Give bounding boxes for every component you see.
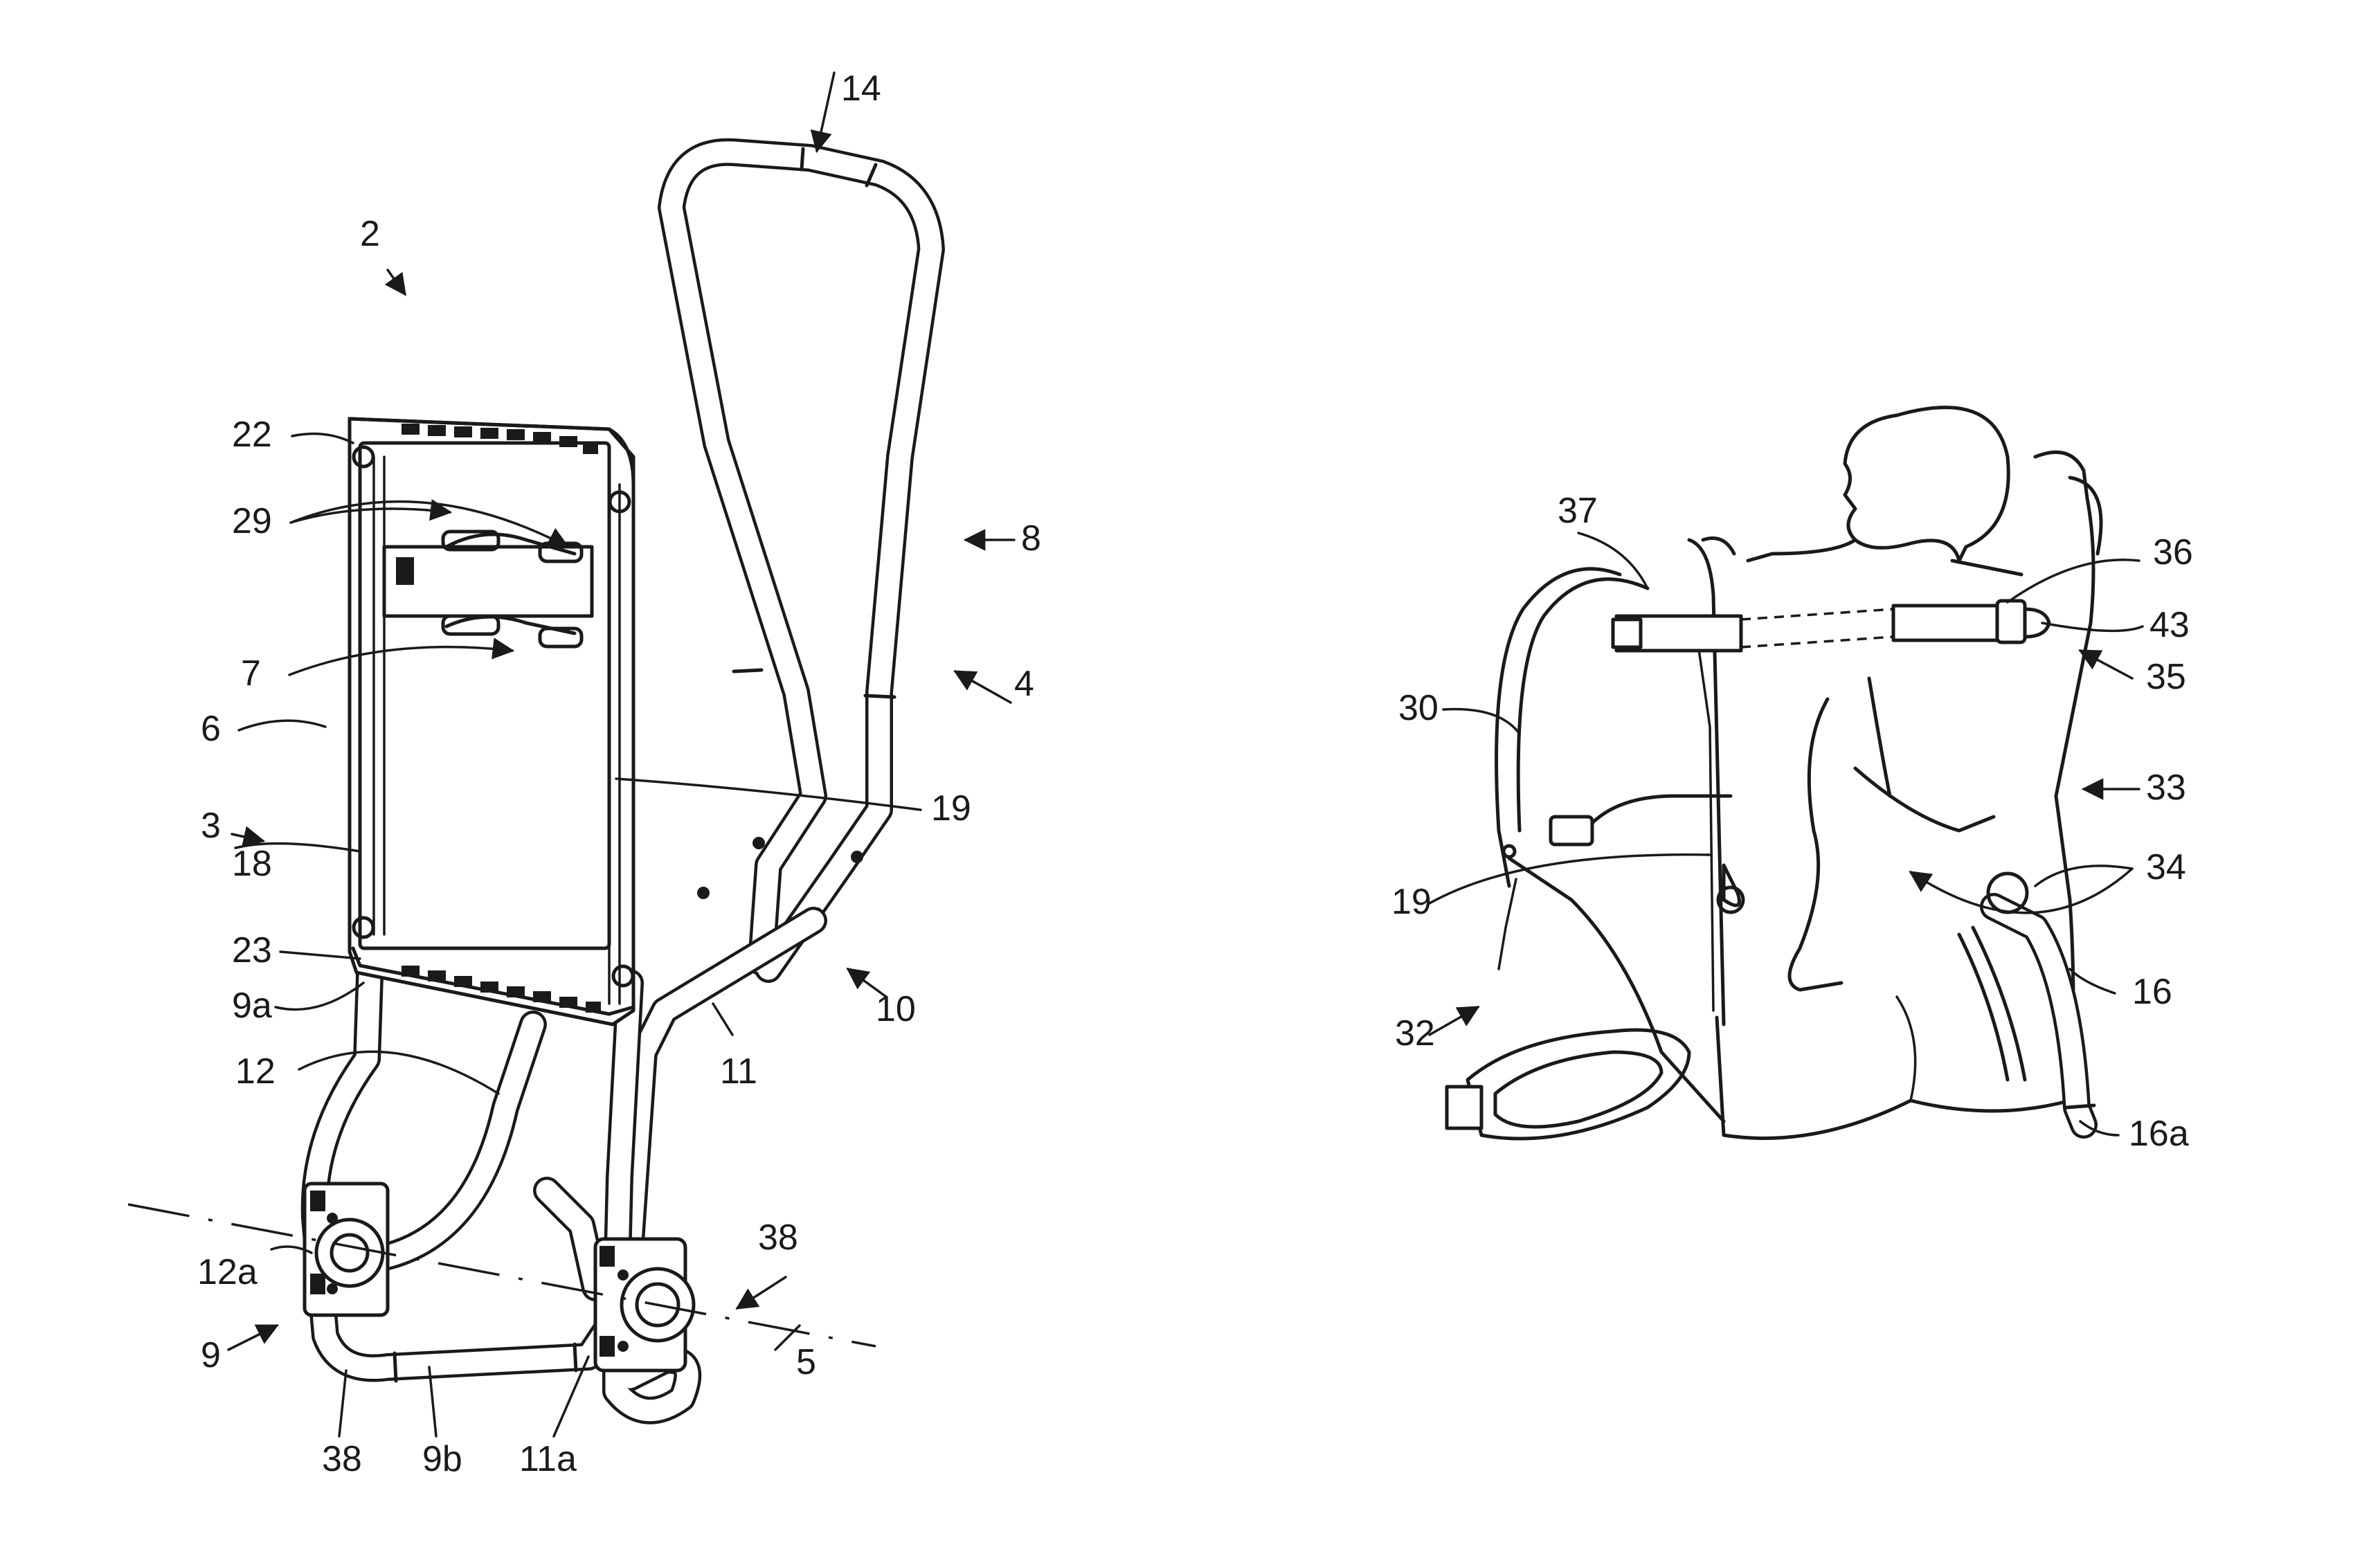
label-23: 23 <box>232 930 272 970</box>
label-19-left: 19 <box>931 788 971 829</box>
label-8: 8 <box>1021 518 1041 559</box>
label-5: 5 <box>796 1342 816 1382</box>
label-34: 34 <box>2146 847 2186 887</box>
label-12: 12 <box>235 1051 276 1092</box>
label-29: 29 <box>232 501 272 541</box>
label-14: 14 <box>841 69 881 109</box>
label-12a: 12a <box>197 1252 258 1292</box>
label-3: 3 <box>201 806 221 846</box>
label-11: 11 <box>720 1051 757 1092</box>
label-33: 33 <box>2146 768 2186 808</box>
chest-strap-36 <box>1613 601 2049 651</box>
label-38-right: 38 <box>758 1218 798 1258</box>
label-10: 10 <box>876 989 916 1029</box>
hinge-38-right <box>595 1239 694 1370</box>
label-16a: 16a <box>2129 1114 2189 1154</box>
hip-belt-32 <box>1447 1030 1689 1139</box>
label-35: 35 <box>2146 657 2186 697</box>
label-22: 22 <box>232 415 272 455</box>
label-16: 16 <box>2132 972 2172 1012</box>
label-32: 32 <box>1395 1013 1435 1053</box>
frame-figure <box>128 149 931 1411</box>
label-4: 4 <box>1014 664 1034 704</box>
strut-12 <box>388 1024 595 1287</box>
label-9: 9 <box>201 1335 221 1375</box>
label-7: 7 <box>241 653 261 694</box>
label-9a: 9a <box>232 986 272 1026</box>
label-9b: 9b <box>422 1439 462 1479</box>
hinge-38-left <box>305 1184 388 1315</box>
child-figure <box>1748 408 2021 990</box>
label-37: 37 <box>1558 491 1598 531</box>
label-30: 30 <box>1398 688 1439 728</box>
label-6: 6 <box>201 709 221 749</box>
label-36: 36 <box>2153 532 2193 572</box>
label-19-right: 19 <box>1391 882 1432 922</box>
label-11a: 11a <box>519 1439 577 1479</box>
label-18: 18 <box>232 844 272 884</box>
label-38-left: 38 <box>322 1439 362 1479</box>
handle-bow-14 <box>671 149 931 969</box>
carrier-figure <box>1447 408 2101 1139</box>
label-43: 43 <box>2149 605 2190 645</box>
label-2: 2 <box>360 214 380 254</box>
